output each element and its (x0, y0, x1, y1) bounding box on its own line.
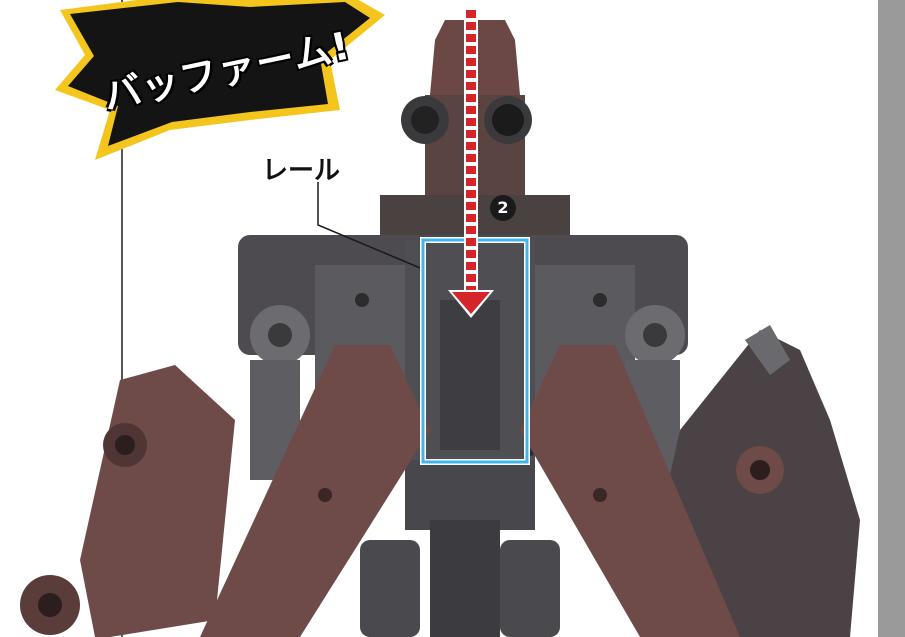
callout-burst-badge (55, 0, 385, 160)
robot-left-arm (20, 360, 300, 637)
step-number-badge: 2 (490, 195, 516, 221)
robot-shoulders (250, 305, 685, 365)
slide-down-arrow (448, 10, 494, 318)
rail-leader-line (317, 182, 426, 271)
page-shadow-edge (878, 0, 905, 637)
robot-right-arm (625, 325, 860, 637)
rail-label: レール (262, 156, 341, 186)
robot-legs (200, 345, 740, 637)
